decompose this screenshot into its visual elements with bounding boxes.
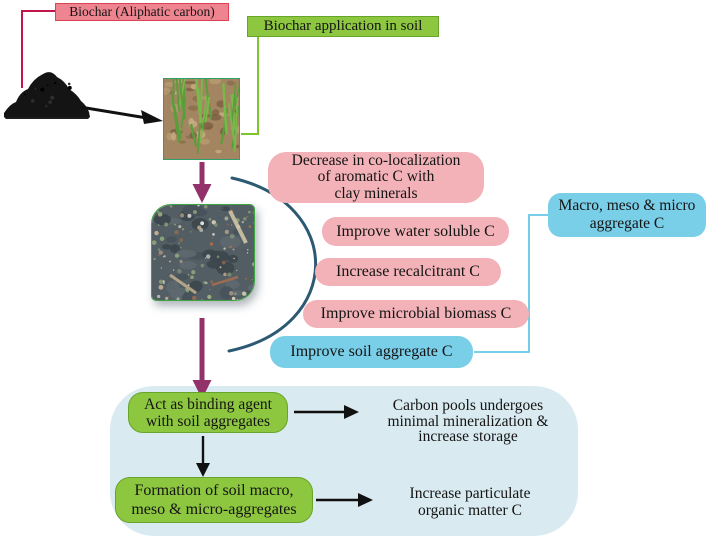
effect-water-soluble-c: Improve water soluble C bbox=[322, 217, 509, 246]
effect-microbial-biomass-c: Improve microbial biomass C bbox=[303, 300, 529, 328]
field-seedlings-photo bbox=[163, 78, 240, 160]
biochar-soil-photo bbox=[151, 204, 255, 301]
effect-recalcitrant-c: Increase recalcitrant C bbox=[315, 258, 501, 286]
macro-aggregate-connector-line bbox=[474, 214, 548, 353]
arrow-binding-to-carbon bbox=[294, 405, 359, 419]
effect-decrease-colocalization: Decrease in co-localization of aromatic … bbox=[268, 152, 484, 203]
macro-meso-micro-aggregate-box: Macro, meso & micro aggregate C bbox=[548, 193, 706, 237]
application-label: Biochar application in soil bbox=[247, 16, 439, 37]
application-label-connector-line bbox=[241, 37, 259, 135]
arrow-binding-to-formation bbox=[196, 436, 210, 477]
effect-soil-aggregate-c: Improve soil aggregate C bbox=[270, 336, 473, 368]
carbon-pools-text: Carbon pools undergoes minimal mineraliz… bbox=[387, 397, 549, 445]
formation-aggregates-box: Formation of soil macro, meso & micro-ag… bbox=[115, 477, 313, 523]
binding-agent-box: Act as binding agent with soil aggregate… bbox=[128, 392, 288, 433]
arrow-formation-to-particulate bbox=[316, 493, 373, 507]
arrow-field-to-soil bbox=[192, 162, 212, 203]
arrow-pile-to-field bbox=[79, 105, 163, 124]
biochar-pile-illustration bbox=[4, 72, 90, 119]
particulate-matter-text: Increase particulate organic matter C bbox=[409, 485, 531, 519]
arrow-soil-to-panel bbox=[192, 318, 212, 399]
biochar-label: Biochar (Aliphatic carbon) bbox=[55, 3, 229, 21]
biochar-label-connector-line bbox=[21, 10, 56, 88]
